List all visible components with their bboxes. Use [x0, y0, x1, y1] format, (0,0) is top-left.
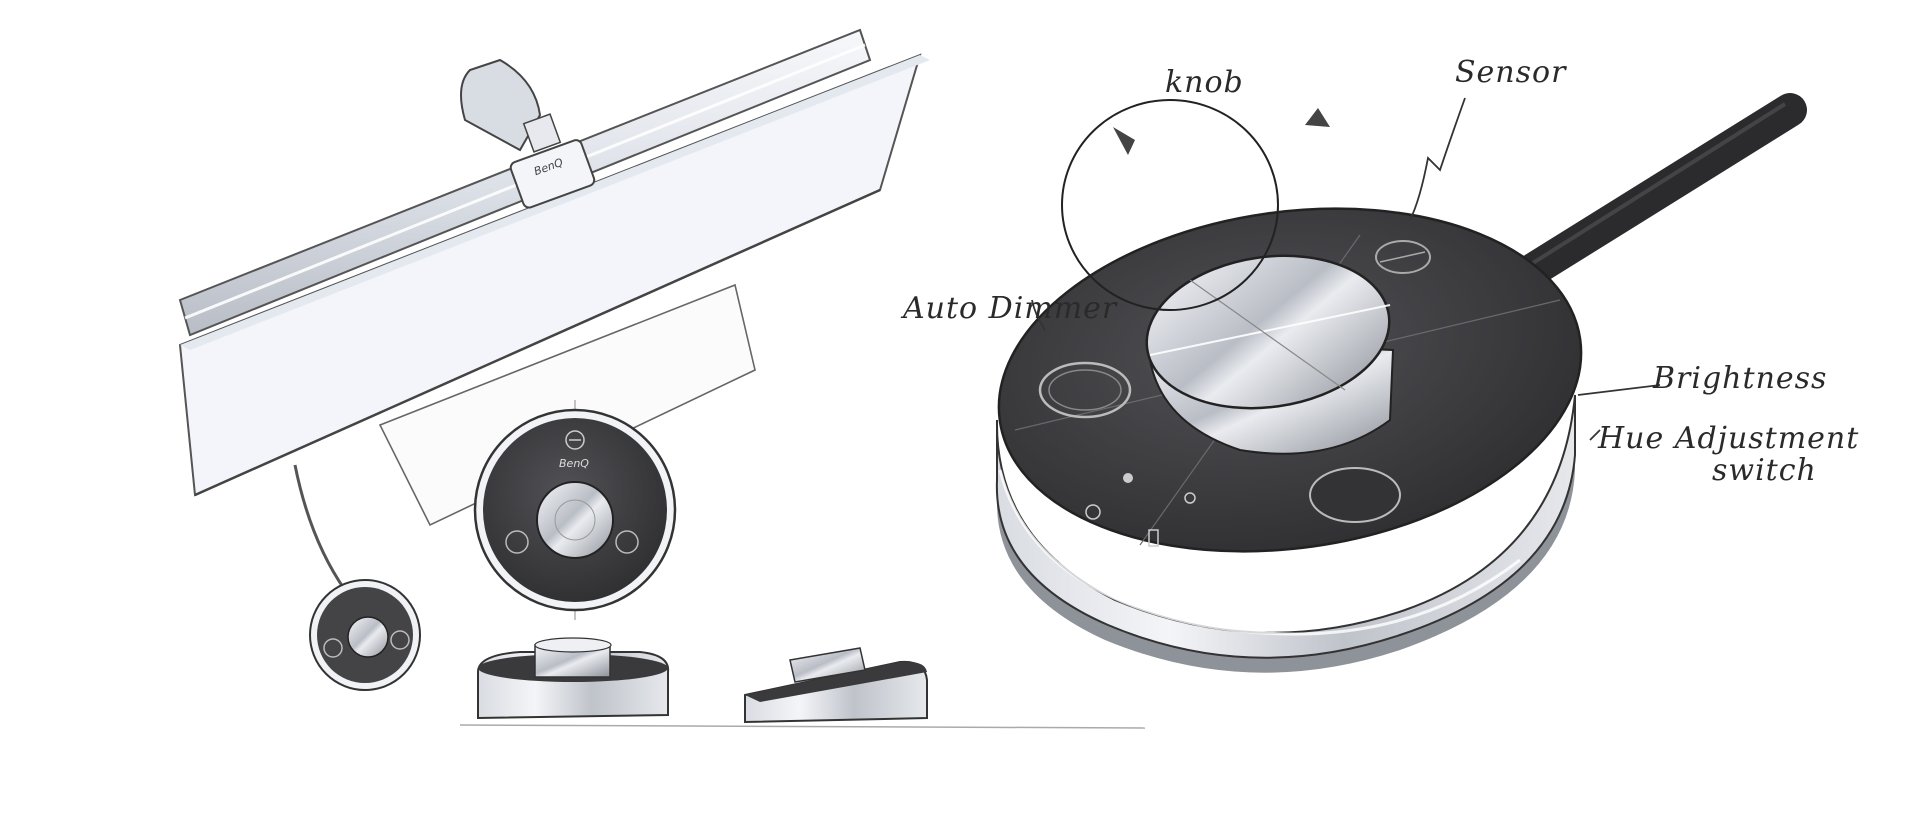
controller-front-view: BenQ	[473, 400, 677, 620]
controller-perspective-view	[995, 93, 1807, 673]
front-logo: BenQ	[559, 457, 589, 470]
knob-rotation-arrow	[1061, 99, 1330, 311]
label-hue-adjustment: Hue Adjustment	[1597, 421, 1859, 456]
monitor-light-bar-sketch: BenQ	[178, 28, 930, 527]
label-knob: knob	[1165, 65, 1244, 100]
label-brightness: Brightness	[1652, 361, 1827, 396]
label-auto-dimmer: Auto Dimmer	[900, 291, 1118, 326]
label-hue-switch: switch	[1712, 453, 1817, 488]
label-sensor: Sensor	[1455, 55, 1567, 90]
controller-side-views	[459, 637, 1146, 729]
small-controller-puck	[309, 579, 421, 691]
